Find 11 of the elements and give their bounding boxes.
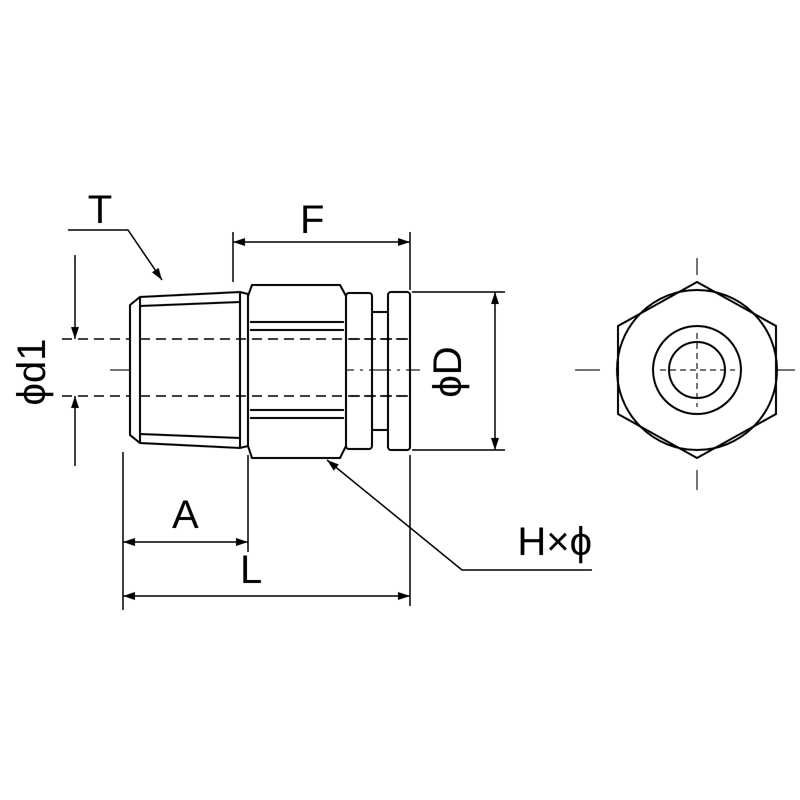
dimension-label: L bbox=[240, 550, 262, 590]
callout-label: T bbox=[65, 190, 135, 230]
dimension-label: ϕD bbox=[428, 346, 468, 398]
leader-line bbox=[326, 459, 592, 571]
thread-section bbox=[129, 291, 249, 449]
leader-line bbox=[68, 229, 163, 280]
dimension-label: A bbox=[172, 495, 199, 535]
hex-body bbox=[247, 284, 347, 459]
callout-label: H×ϕ bbox=[460, 522, 592, 570]
dimension-label: F bbox=[300, 200, 324, 240]
dimension-label: ϕd1 bbox=[12, 338, 52, 406]
